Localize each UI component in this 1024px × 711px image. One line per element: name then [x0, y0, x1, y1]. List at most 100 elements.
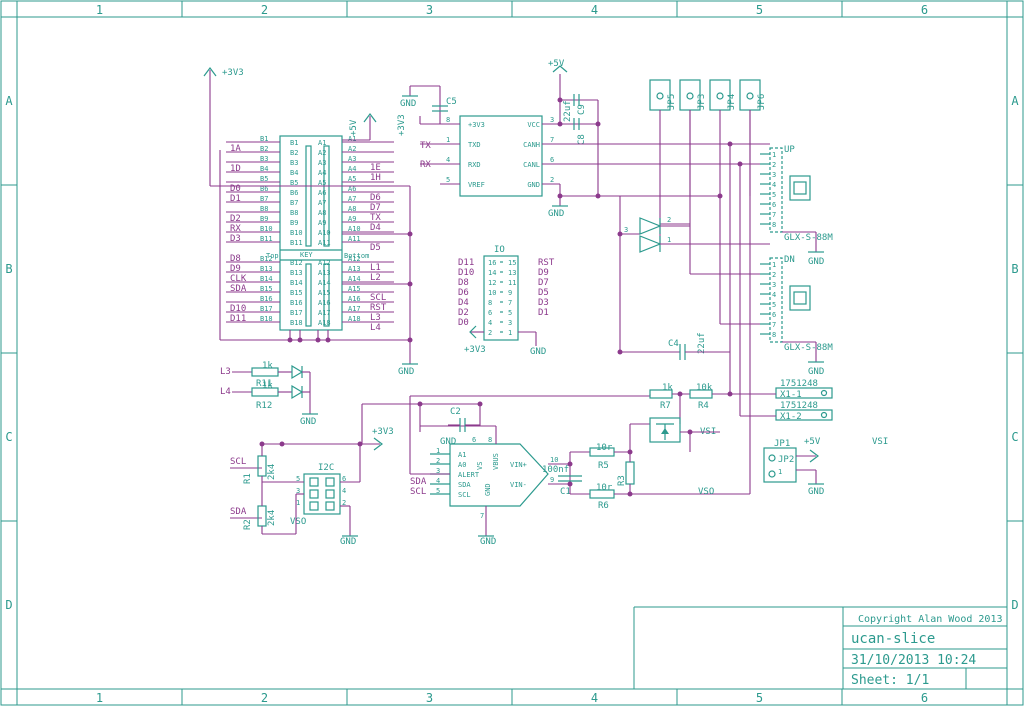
io-left-pin: 6 — [488, 309, 492, 317]
key-a-inner: A4 — [318, 169, 326, 177]
key-b-inner: B7 — [290, 199, 298, 207]
top-label: Top — [266, 252, 279, 260]
row-marker-left: C — [5, 430, 12, 444]
jp1-supply: +5V — [804, 437, 821, 447]
key-b-pin: B4 — [260, 165, 268, 173]
key-b-pin: B3 — [260, 155, 268, 163]
can-left-pin-name: TXD — [468, 141, 481, 149]
key-supply-label: +3V3 — [222, 68, 244, 78]
monitor-top-pin-num: 8 — [488, 436, 492, 444]
cap-c9-value: 22uf — [563, 100, 573, 122]
jumper-pin — [716, 92, 724, 100]
connector-pin: 6 — [772, 311, 776, 319]
key-b-pin: B2 — [260, 145, 268, 153]
key-left-net: RX — [230, 224, 241, 234]
key-b-inner: B12 — [290, 259, 303, 267]
key-gnd-label: GND — [398, 367, 414, 377]
connector-pin: 7 — [772, 321, 776, 329]
connector-part: GLX-S-88M — [784, 343, 833, 353]
io-right-net: D3 — [538, 298, 549, 308]
key-right-net: L1 — [370, 263, 381, 273]
led-net-l4: L4 — [220, 387, 231, 397]
key-right-net: 1E — [370, 163, 381, 173]
r4-value: 10k — [696, 383, 713, 393]
can-right-pin-name: GND — [527, 181, 540, 189]
row-marker-right: C — [1011, 430, 1018, 444]
jumper-name: JP4 — [727, 94, 737, 110]
io-left-pin: 14 — [488, 269, 496, 277]
led-net-l3: L3 — [220, 367, 231, 377]
io-left-pin: 16 — [488, 259, 496, 267]
r12-name: R12 — [256, 401, 272, 411]
key-b-pin: B10 — [260, 225, 273, 233]
column-marker-bottom: 4 — [591, 691, 598, 705]
jumper-name: JP3 — [697, 94, 707, 110]
row-marker-left: D — [5, 598, 12, 612]
can-supply-label: +3V3 — [397, 114, 407, 136]
i2c-left-pin: 1 — [296, 499, 300, 507]
rj45-socket — [793, 181, 807, 195]
tvs-diodes: 3 2 1 — [617, 196, 770, 352]
key-supply-right-label: +5V — [349, 119, 359, 136]
monitor-gnd-top: GND — [440, 437, 456, 447]
key-a-inner: A17 — [318, 309, 331, 317]
jumper-pin — [746, 92, 754, 100]
column-marker-top: 1 — [96, 3, 103, 17]
i2c-left-pin: 3 — [296, 487, 300, 495]
monitor-bottom-pin-name: GND — [484, 483, 492, 496]
column-marker-top: 4 — [591, 3, 598, 17]
can-right-pin-name: CANL — [523, 161, 540, 169]
monitor-right-pin-num: 9 — [550, 476, 554, 484]
io-right-pin: 7 — [508, 299, 512, 307]
key-b-pin: B18 — [260, 315, 273, 323]
key-a-inner: A5 — [318, 179, 326, 187]
key-left-net: D11 — [230, 314, 246, 324]
monitor-bottom-pin-num: 7 — [480, 512, 484, 520]
can-left-pin-name: VREF — [468, 181, 485, 189]
jp1-gnd: GND — [808, 487, 824, 497]
connector-net: UP — [784, 145, 795, 155]
tvs-pin-1: 1 — [667, 236, 671, 244]
io-left-pin: 4 — [488, 319, 492, 327]
key-b-pin: B14 — [260, 275, 273, 283]
io-left-pin: 12 — [488, 279, 496, 287]
connector-pin: 5 — [772, 191, 776, 199]
io-left-pin: 10 — [488, 289, 496, 297]
key-a-inner: A3 — [318, 159, 326, 167]
key-a-pin: A12 — [348, 255, 361, 263]
io-right-pin: 5 — [508, 309, 512, 317]
key-b-pin: B7 — [260, 195, 268, 203]
key-left-net: 1D — [230, 164, 241, 174]
r11-name: R11 — [256, 379, 272, 389]
key-a-pin: A16 — [348, 295, 361, 303]
io-left-net: D0 — [458, 318, 469, 328]
key-b-pin: B12 — [260, 255, 273, 263]
key-a-pin: A2 — [348, 145, 356, 153]
can-chip-body — [459, 115, 543, 197]
key-a-pin: A3 — [348, 155, 356, 163]
connector-pin: 7 — [772, 211, 776, 219]
key-a-inner: A8 — [318, 209, 326, 217]
rj45-jack — [789, 175, 811, 201]
key-a-pin: A10 — [348, 225, 361, 233]
vsi-label: VSI — [872, 437, 888, 447]
key-b-inner: B3 — [290, 159, 298, 167]
can-left-pin-num: 8 — [446, 116, 450, 124]
key-label: KEY — [300, 251, 313, 259]
key-a-pin: A17 — [348, 305, 361, 313]
can-gnd-label: GND — [548, 209, 564, 219]
r7-name: R7 — [660, 401, 671, 411]
x1-part-1: 1751248 — [780, 379, 818, 389]
key-a-pin: A6 — [348, 185, 356, 193]
connector-pin: 6 — [772, 201, 776, 209]
connector-pin: 2 — [772, 271, 776, 279]
i2c-name: I2C — [318, 463, 334, 473]
can-left-pin-name: RXD — [468, 161, 481, 169]
key-b-pin: B11 — [260, 235, 273, 243]
cap-c5-label: C5 — [446, 97, 457, 107]
monitor-left-pin-num: 2 — [436, 457, 440, 465]
